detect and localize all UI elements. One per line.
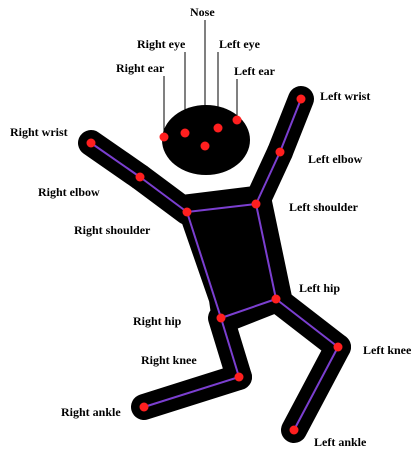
label-right-eye: Right eye xyxy=(137,37,185,51)
keypoint-left-eye xyxy=(214,124,223,133)
label-left-eye: Left eye xyxy=(219,37,260,51)
label-right-shoulder: Right shoulder xyxy=(74,223,150,237)
label-right-ankle: Right ankle xyxy=(61,405,121,419)
label-left-wrist: Left wrist xyxy=(320,89,370,103)
label-right-wrist: Right wrist xyxy=(10,125,68,139)
label-right-elbow: Right elbow xyxy=(38,185,100,199)
keypoint-right-elbow xyxy=(136,173,145,182)
keypoint-left-ear xyxy=(233,116,242,125)
label-left-ear: Left ear xyxy=(234,64,275,78)
keypoint-right-hip xyxy=(217,314,226,323)
keypoint-nose xyxy=(201,142,210,151)
keypoint-right-ankle xyxy=(140,403,149,412)
label-left-elbow: Left elbow xyxy=(308,152,362,166)
keypoint-right-ear xyxy=(160,133,169,142)
keypoint-left-knee xyxy=(334,343,343,352)
label-right-hip: Right hip xyxy=(133,314,181,328)
keypoint-right-wrist xyxy=(87,139,96,148)
label-left-ankle: Left ankle xyxy=(314,435,366,449)
label-left-hip: Left hip xyxy=(299,281,340,295)
keypoint-left-ankle xyxy=(290,426,299,435)
keypoint-right-shoulder xyxy=(183,208,192,217)
keypoint-left-wrist xyxy=(297,95,306,104)
keypoint-left-elbow xyxy=(276,148,285,157)
keypoint-left-hip xyxy=(272,295,281,304)
skeleton-edge-left-knee-to-left-ankle xyxy=(294,347,338,430)
body-torso xyxy=(182,192,286,328)
keypoint-right-knee xyxy=(235,373,244,382)
label-left-shoulder: Left shoulder xyxy=(289,200,358,214)
keypoint-right-eye xyxy=(181,129,190,138)
label-right-knee: Right knee xyxy=(141,353,197,367)
label-nose: Nose xyxy=(190,5,215,19)
keypoint-left-shoulder xyxy=(252,200,261,209)
label-right-ear: Right ear xyxy=(116,61,164,75)
label-left-knee: Left knee xyxy=(363,343,411,357)
skeleton-edge-left-hip-to-left-knee xyxy=(276,299,338,347)
